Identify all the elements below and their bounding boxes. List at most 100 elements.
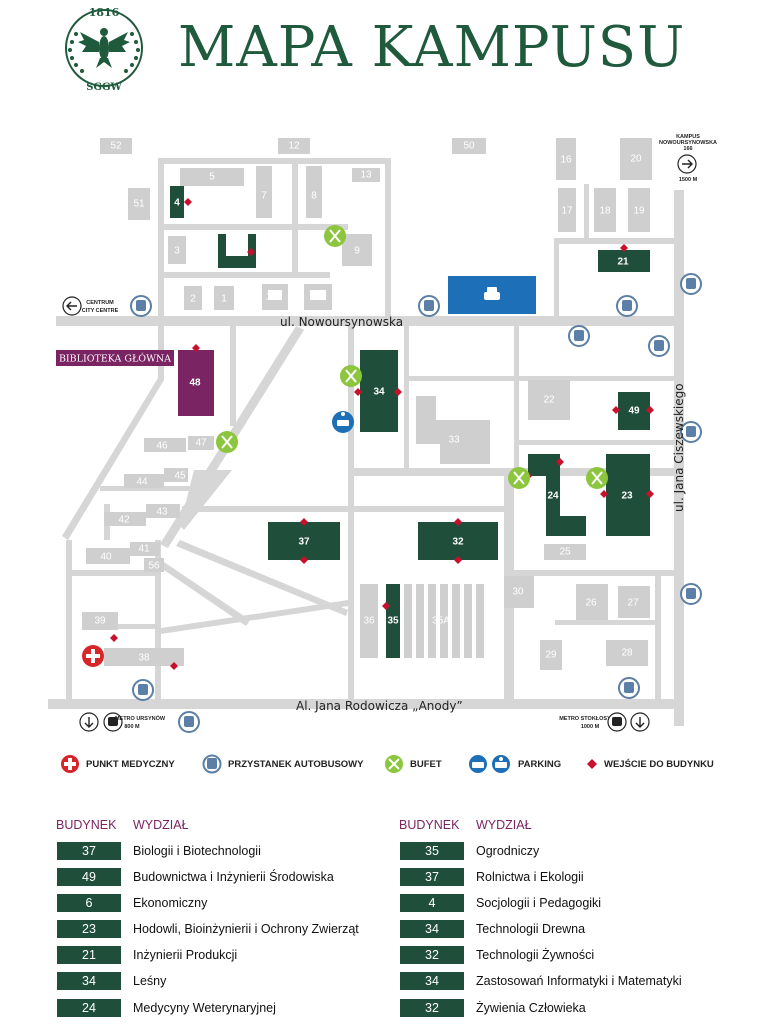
building-3 [168, 236, 186, 264]
svg-text:35A: 35A [432, 616, 450, 627]
bufet-icon [586, 467, 608, 489]
bus-icon [202, 754, 222, 774]
direction-metro-ursynow[interactable]: METRO URSYNÓW 800 M [79, 712, 166, 732]
bus-stop-icon [132, 679, 154, 701]
building-48 [178, 350, 214, 416]
building-40 [86, 548, 130, 564]
svg-text:28: 28 [621, 648, 633, 659]
building-30 [504, 576, 534, 608]
svg-text:17: 17 [561, 206, 573, 217]
svg-text:35: 35 [387, 616, 399, 627]
right-faculty-header: WYDZIAŁ [476, 818, 532, 832]
svg-text:23: 23 [621, 491, 633, 502]
building-33 [416, 396, 490, 464]
svg-text:1: 1 [221, 294, 227, 305]
legend-parking: PARKING [468, 752, 561, 776]
building-28 [606, 640, 648, 666]
medical-point-icon[interactable] [82, 645, 104, 667]
building-41 [130, 542, 160, 556]
svg-text:49: 49 [628, 406, 640, 417]
building-52 [100, 138, 132, 154]
building-43 [146, 504, 180, 518]
building-7 [256, 166, 272, 218]
svg-text:52: 52 [110, 141, 122, 152]
car-icon [484, 287, 500, 300]
svg-text:CITY CENTRE: CITY CENTRE [82, 308, 119, 314]
left-faculty-header: WYDZIAŁ [133, 818, 189, 832]
building-46 [144, 438, 186, 452]
svg-text:2: 2 [190, 294, 196, 305]
direction-centrum[interactable]: CENTRUM CITY CENTRE [62, 296, 119, 316]
building-56 [144, 558, 164, 572]
svg-text:3: 3 [174, 246, 180, 257]
svg-text:25: 25 [559, 547, 571, 558]
building-34 [360, 350, 398, 432]
street-ciszewskiego: ul. Jana Ciszewskiego [672, 383, 686, 512]
direction-metro-stoklosy[interactable]: METRO STOKŁOSY 1000 M [559, 712, 650, 732]
bus-stop-icon [618, 677, 640, 699]
medical-cross-icon [61, 755, 79, 773]
svg-text:13: 13 [360, 170, 372, 181]
svg-text:56: 56 [148, 561, 160, 572]
svg-text:44: 44 [136, 477, 148, 488]
road-nowoursynowska [56, 316, 680, 326]
bus-stop-icon [568, 325, 590, 347]
svg-text:42: 42 [118, 515, 130, 526]
svg-text:51: 51 [133, 199, 145, 210]
svg-text:40: 40 [100, 552, 112, 563]
svg-text:166: 166 [683, 146, 692, 152]
svg-text:6: 6 [239, 247, 245, 258]
bufet-icons[interactable] [216, 225, 608, 489]
svg-text:18: 18 [599, 206, 611, 217]
direction-kampus[interactable]: KAMPUS NOWOURSYNOWSKA 166 1500 M [659, 134, 717, 183]
svg-text:1500 M: 1500 M [679, 177, 698, 183]
sggw-logo: 1816 SGGW [65, 6, 143, 93]
svg-text:21: 21 [617, 257, 629, 268]
road-ciszewskiego [674, 190, 684, 726]
svg-text:METRO URSYNÓW: METRO URSYNÓW [115, 714, 166, 722]
building-12 [278, 138, 310, 154]
arrow-right-icon [682, 159, 693, 169]
bus-stop-icon [680, 273, 702, 295]
campus-map[interactable]: 52 12 50 16 20 5 13 51 7 8 17 18 19 3 9 … [0, 0, 763, 740]
building-42 [104, 512, 146, 526]
svg-text:48: 48 [189, 378, 201, 389]
building-24 [528, 454, 586, 536]
building-50 [452, 138, 486, 154]
parking-icon [469, 755, 510, 773]
street-rodowicza: Al. Jana Rodowicza „Anody” [296, 699, 463, 713]
street-nowoursynowska: ul. Nowoursynowska [280, 315, 403, 329]
svg-text:8: 8 [311, 191, 317, 202]
logo-text: SGGW [86, 82, 122, 93]
svg-text:METRO STOKŁOSY: METRO STOKŁOSY [559, 716, 611, 722]
building-39 [82, 612, 118, 630]
building-23 [606, 454, 650, 536]
building-10 [304, 284, 332, 310]
arrow-down-icon [84, 717, 94, 728]
entrance-markers [110, 198, 654, 670]
parking-icon[interactable] [332, 411, 354, 433]
svg-text:1000 M: 1000 M [581, 724, 600, 730]
bus-stops[interactable] [130, 273, 702, 733]
svg-text:KAMPUS: KAMPUS [676, 134, 700, 140]
building-35 [386, 584, 400, 658]
bus-stop-icon [648, 335, 670, 357]
svg-text:4: 4 [174, 198, 180, 209]
svg-text:CENTRUM: CENTRUM [86, 300, 114, 306]
svg-text:7: 7 [261, 191, 267, 202]
map-legend: PUNKT MEDYCZNY PRZYSTANEK AUTOBUSOWY BUF… [56, 752, 736, 778]
svg-text:9: 9 [354, 246, 360, 257]
svg-text:34: 34 [373, 387, 385, 398]
building-8 [306, 166, 322, 218]
bufet-icon [324, 225, 346, 247]
logo-year: 1816 [89, 6, 120, 19]
bufet-icon [508, 467, 530, 489]
building-32 [418, 522, 498, 560]
building-6 [218, 234, 256, 268]
building-2 [184, 286, 202, 310]
svg-text:20: 20 [630, 154, 642, 165]
building-37 [268, 522, 340, 560]
bus-stop-icon [680, 583, 702, 605]
svg-text:29: 29 [545, 650, 557, 661]
svg-text:10: 10 [315, 292, 327, 303]
